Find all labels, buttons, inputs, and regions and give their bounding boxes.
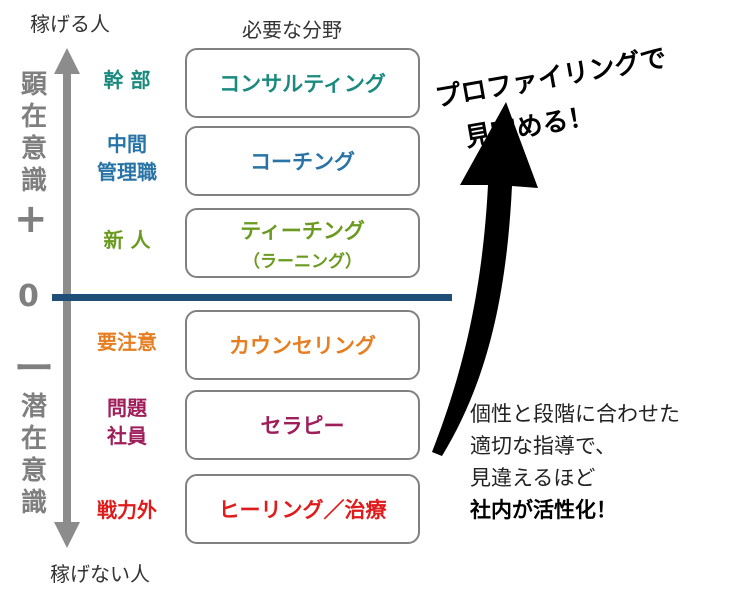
side-char-upper-2: 在 [20,102,47,132]
note-line-4: 社内が活性化！ [470,498,617,522]
side-char-lower-2: 在 [20,424,47,454]
role-problem-employee: 問題 社員 [107,396,147,448]
note-block: 個性と段階に合わせた 適切な指導で、 見違えるほど 社内が活性化！ [470,398,680,526]
side-char-lower-3: 意 [20,456,47,486]
field-box-counseling: カウンセリング [185,310,420,380]
field-label: ティーチング [240,218,365,243]
field-label: カウンセリング [229,334,376,358]
field-box-healing: ヒーリング／治療 [185,474,420,544]
role-non-contributor: 戦力外 [97,498,157,522]
field-box-coaching: コーチング [185,126,420,196]
role-caution: 要注意 [97,330,157,354]
field-sublabel: （ラーニング） [243,251,362,272]
role-middle-manager: 中間 管理職 [97,132,157,184]
field-label: コンサルティング [219,72,386,96]
side-char-upper-1: 顕 [20,70,47,100]
field-box-therapy: セラピー [185,390,420,460]
side-char-lower-4: 識 [20,488,47,518]
field-box-teaching: ティーチング （ラーニング） [185,208,420,278]
zero-line [52,294,452,301]
role-new-hire: 新 人 [103,228,151,252]
note-line-3: 見違えるほど [470,466,596,490]
side-char-lower-1: 潜 [20,392,47,422]
plus-sign: + [14,196,48,242]
role-executive: 幹 部 [103,68,151,92]
note-line-2: 適切な指導で、 [470,434,617,458]
zero-mark: 0 [18,279,39,314]
side-char-upper-4: 識 [20,166,47,196]
field-label: セラピー [260,414,345,438]
field-label: コーチング [250,150,355,174]
field-label: ヒーリング／治療 [218,498,387,522]
top-axis-label: 稼げる人 [30,12,110,36]
note-line-1: 個性と段階に合わせた [470,402,680,426]
side-char-upper-3: 意 [20,134,47,164]
growth-arrow [432,102,538,456]
minus-sign: ー [14,346,54,392]
field-box-consulting: コンサルティング [185,48,420,118]
fields-title: 必要な分野 [242,18,342,42]
bottom-axis-label: 稼げない人 [50,562,150,586]
